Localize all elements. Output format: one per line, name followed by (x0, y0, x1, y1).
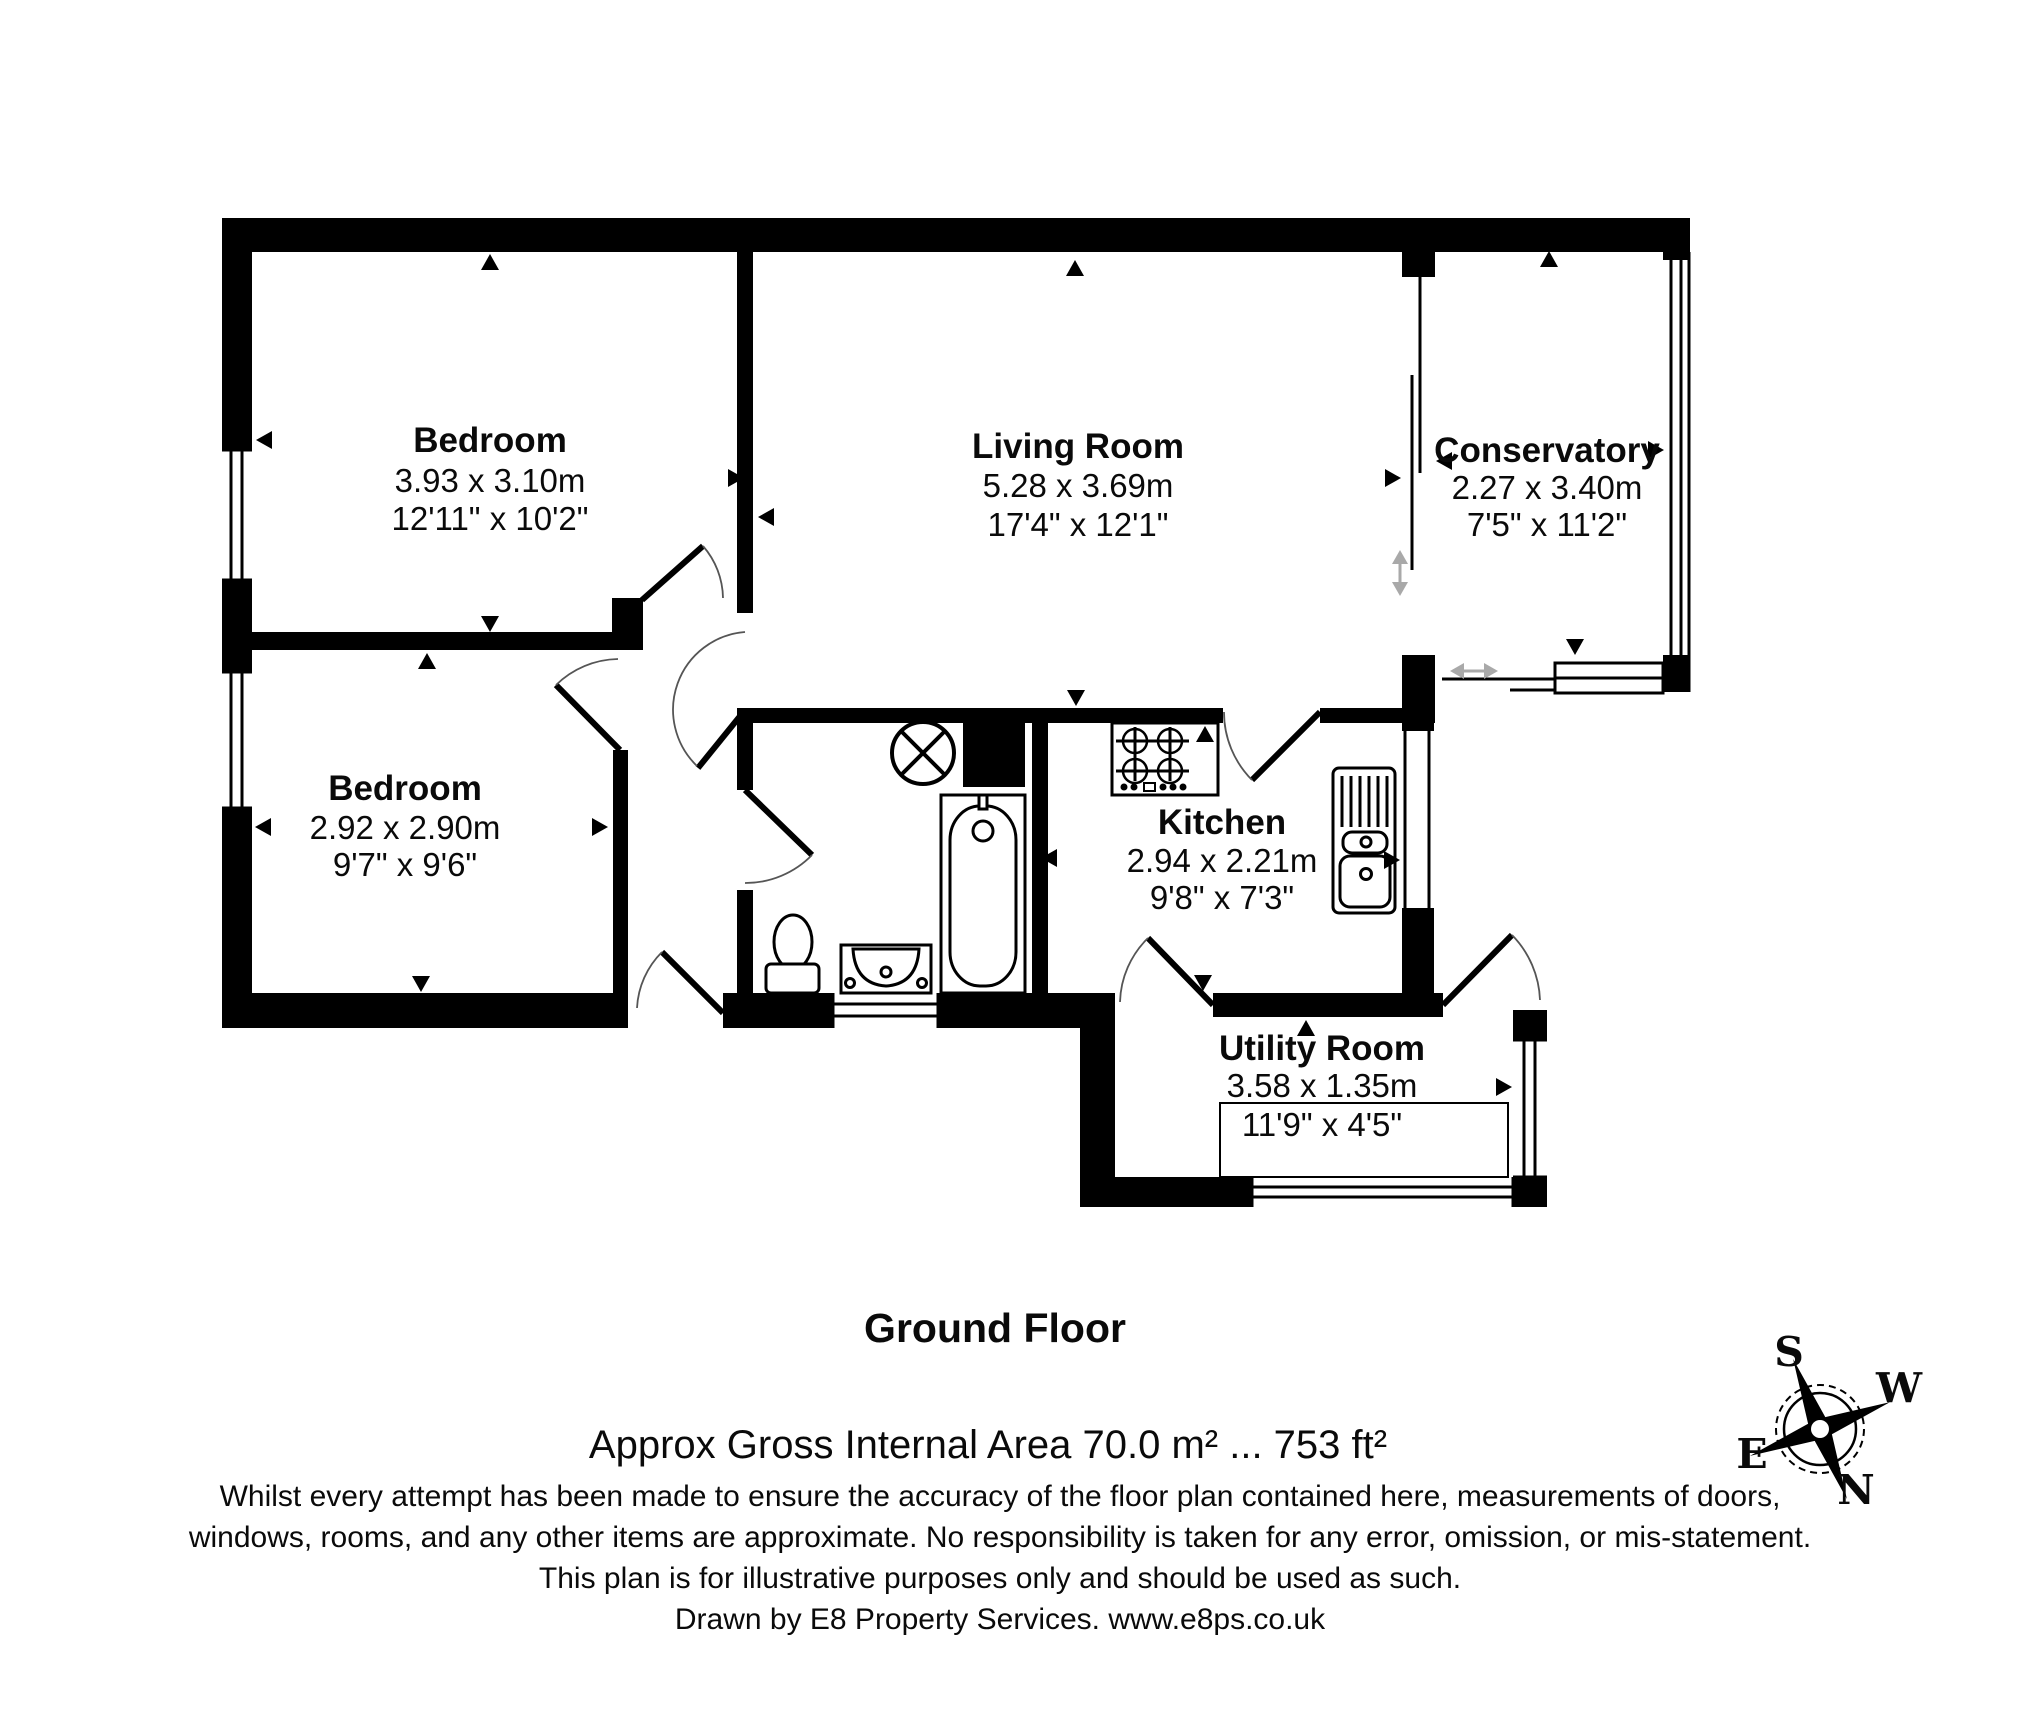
room-imperial: 9'7" x 9'6" (333, 846, 477, 883)
room-metric: 5.28 x 3.69m (983, 467, 1174, 504)
window-bedroom1 (222, 448, 252, 582)
compass-east-label: E (1736, 1430, 1767, 1478)
disclaimer-line: Whilst every attempt has been made to en… (220, 1480, 1781, 1513)
cupboard-block (963, 722, 1025, 787)
room-imperial: 9'8" x 7'3" (1150, 879, 1294, 916)
disclaimer-line: Drawn by E8 Property Services. www.e8ps.… (675, 1603, 1326, 1636)
compass-south-label: S (1774, 1328, 1804, 1376)
door-kitchen-utility (1119, 935, 1216, 1008)
compass-rose: S W E N (1736, 1328, 1923, 1514)
area-note: Approx Gross Internal Area 70.0 m² ... 7… (589, 1423, 1387, 1467)
walls (222, 218, 1690, 1207)
room-imperial: 12'11" x 10'2" (392, 500, 589, 537)
label-living-room: Living Room 5.28 x 3.69m 17'4" x 12'1" (972, 427, 1184, 543)
fixtures (764, 720, 1397, 995)
door-utility-external (1440, 932, 1541, 1008)
label-utility-room: Utility Room 3.58 x 1.35m 11'9" x 4'5" (1219, 1029, 1509, 1178)
label-bedroom1: Bedroom 3.93 x 3.10m 12'11" x 10'2" (392, 421, 589, 537)
room-metric: 3.58 x 1.35m (1227, 1067, 1418, 1104)
room-imperial: 11'9" x 4'5" (1242, 1106, 1402, 1143)
disclaimer-line: windows, rooms, and any other items are … (188, 1521, 1811, 1554)
room-name: Bedroom (328, 769, 482, 808)
room-metric: 2.27 x 3.40m (1452, 469, 1643, 506)
room-labels: Bedroom 3.93 x 3.10m 12'11" x 10'2" Livi… (310, 421, 1660, 1178)
room-imperial: 7'5" x 11'2" (1467, 506, 1627, 543)
window-utility-right (1513, 1038, 1547, 1179)
room-imperial: 17'4" x 12'1" (988, 506, 1169, 543)
room-name: Kitchen (1158, 803, 1286, 842)
window-bathroom (831, 993, 940, 1028)
label-conservatory: Conservatory 2.27 x 3.40m 7'5" x 11'2" (1434, 431, 1660, 543)
room-metric: 2.94 x 2.21m (1127, 842, 1318, 879)
room-name: Living Room (972, 427, 1184, 466)
door-kitchen (1223, 709, 1323, 783)
windows (222, 252, 1691, 1207)
doors (553, 277, 1541, 1016)
bathtub-icon (939, 793, 1027, 995)
room-name: Bedroom (413, 421, 567, 460)
toilet-icon (764, 913, 821, 995)
window-utility-bottom (1250, 1177, 1515, 1207)
basin-icon (839, 943, 933, 995)
floor-label: Ground Floor (864, 1305, 1126, 1351)
room-metric: 3.93 x 3.10m (395, 462, 586, 499)
window-kitchen (1402, 728, 1434, 908)
room-name: Utility Room (1219, 1029, 1425, 1068)
footer: Ground Floor Approx Gross Internal Area … (188, 1305, 1811, 1636)
compass-west-label: W (1875, 1364, 1923, 1412)
compass-north-label: N (1837, 1466, 1874, 1514)
fan-icon (890, 720, 956, 786)
door-bedroom2 (553, 658, 623, 753)
room-metric: 2.92 x 2.90m (310, 809, 501, 846)
room-name: Conservatory (1434, 431, 1660, 470)
door-bathroom (742, 787, 815, 884)
sink-unit-icon (1331, 766, 1397, 915)
door-living-room (672, 631, 748, 770)
label-bedroom2: Bedroom 2.92 x 2.90m 9'7" x 9'6" (310, 769, 501, 883)
window-bedroom2 (222, 670, 252, 810)
window-conservatory-right (1669, 252, 1691, 692)
door-bedroom1 (640, 543, 724, 603)
label-box (1219, 1102, 1509, 1178)
slide-arrow-horizontal (1450, 663, 1498, 679)
disclaimer-line: This plan is for illustrative purposes o… (539, 1562, 1461, 1595)
slide-arrow-vertical (1392, 550, 1408, 596)
sliding-door-conservatory (1442, 661, 1665, 695)
front-door (636, 949, 726, 1016)
label-kitchen: Kitchen 2.94 x 2.21m 9'8" x 7'3" (1127, 803, 1318, 916)
